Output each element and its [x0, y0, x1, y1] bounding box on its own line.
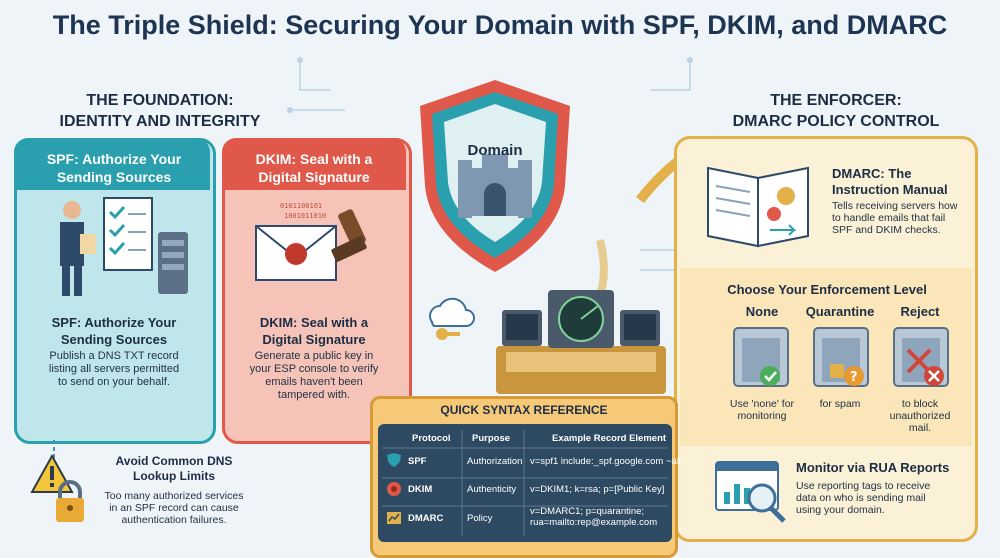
dmarc-body-line: SPF and DKIM checks.: [832, 224, 941, 236]
row-dkim-purpose: Authenticity: [467, 484, 517, 495]
spf-header-line2: Sending Sources: [56, 169, 172, 185]
dkim-header: DKIM: Seal with a Digital Signature: [228, 150, 400, 186]
dkim-sub-line2: Digital Signature: [262, 332, 366, 347]
control-console-illustration: [496, 290, 666, 394]
level-quarantine-desc: for spam: [797, 398, 883, 410]
foundation-line2: IDENTITY AND INTEGRITY: [59, 113, 261, 130]
row-dmarc-example: v=DMARC1; p=quarantine; rua=mailto:rep@e…: [530, 506, 657, 528]
dmarc-title-line1: DMARC: The: [832, 166, 912, 181]
level-desc-line: Use 'none' for: [729, 398, 795, 410]
dmarc-title-line2: Instruction Manual: [832, 182, 948, 197]
dkim-header-line2: Digital Signature: [258, 169, 370, 185]
dkim-illustration: 0101100101 1001011010: [255, 202, 367, 281]
enforcement-heading: Choose Your Enforcement Level: [727, 282, 927, 297]
spf-body-line: Publish a DNS TXT record: [49, 350, 179, 362]
row-spf-example: v=spf1 include:_spf.google.com ~all: [530, 456, 682, 467]
cloud-key-icon: [429, 297, 475, 340]
dmarc-manual-body: Tells receiving servers how to handle em…: [832, 200, 972, 236]
dkim-body-line: emails haven't been: [265, 376, 363, 388]
row-dkim-example: v=DKIM1; k=rsa; p=[Public Key]: [530, 484, 665, 495]
enforcer-line1: THE ENFORCER:: [770, 92, 902, 109]
col-purpose: Purpose: [472, 433, 511, 444]
rua-body: Use reporting tags to receive data on wh…: [796, 480, 972, 516]
dns-title-line1: Avoid Common DNS: [115, 454, 233, 468]
svg-text:?: ?: [850, 370, 858, 385]
row-dkim-protocol: DKIM: [408, 484, 433, 495]
spf-shield-icon: [387, 453, 401, 467]
spf-body-line: listing all servers permitted: [48, 363, 180, 375]
foundation-line1: THE FOUNDATION:: [86, 92, 234, 109]
dkim-body-line: your ESP console to verify: [249, 363, 379, 375]
dmarc-body-line: Tells receiving servers how: [832, 200, 958, 212]
dashed-connector: [53, 440, 55, 458]
gate-icons: ?: [733, 327, 949, 387]
enforcer-line2: DMARC POLICY CONTROL: [732, 113, 940, 130]
dkim-sub-line1: DKIM: Seal with a: [259, 315, 369, 330]
gate-quarantine-icon: ?: [813, 327, 869, 387]
row-dmarc-purpose: Policy: [467, 513, 493, 524]
rua-title: Monitor via RUA Reports: [796, 460, 950, 475]
dkim-body-line: tampered with.: [277, 389, 351, 401]
dns-body: Too many authorized services in an SPF r…: [92, 490, 256, 526]
dkim-header-line1: DKIM: Seal with a: [255, 151, 373, 167]
syntax-reference-table: [378, 424, 672, 542]
dmarc-chart-icon: [387, 512, 401, 524]
level-quarantine-label: Quarantine: [805, 304, 875, 319]
dkim-header-bar: [222, 138, 406, 190]
foundation-heading: THE FOUNDATION: IDENTITY AND INTEGRITY: [40, 90, 280, 132]
row-dmarc-example-line: rua=mailto:rep@example.com: [530, 517, 658, 528]
level-none-desc: Use 'none' for monitoring: [719, 398, 805, 422]
level-desc-line: to block: [901, 398, 939, 410]
dns-title-line2: Lookup Limits: [133, 469, 215, 483]
enforcer-heading: THE ENFORCER: DMARC POLICY CONTROL: [716, 90, 956, 132]
svg-text:0101100101: 0101100101: [280, 202, 322, 210]
level-desc-line: unauthorized: [889, 410, 951, 422]
rua-body-line: using your domain.: [796, 504, 885, 516]
spf-subtitle: SPF: Authorize Your Sending Sources: [24, 314, 204, 348]
dkim-seal-icon: [387, 482, 401, 496]
syntax-reference-heading: QUICK SYNTAX REFERENCE: [440, 403, 608, 417]
dmarc-manual-title: DMARC: The Instruction Manual: [832, 166, 972, 198]
report-magnifier-icon: [715, 461, 786, 523]
spf-body: Publish a DNS TXT record listing all ser…: [24, 350, 204, 389]
spf-body-line: to send on your behalf.: [58, 376, 170, 388]
level-desc-line: mail.: [908, 422, 932, 434]
col-example: Example Record Element: [552, 433, 667, 444]
spf-header-bar: [14, 138, 210, 190]
shield-label: Domain: [467, 142, 523, 159]
spf-sub-line2: Sending Sources: [60, 332, 168, 347]
book-icon: [707, 166, 809, 248]
spf-illustration: [60, 197, 188, 296]
rua-body-line: Use reporting tags to receive: [796, 480, 931, 492]
dkim-subtitle: DKIM: Seal with a Digital Signature: [228, 314, 400, 348]
row-spf-protocol: SPF: [408, 456, 427, 467]
gate-reject-icon: [893, 327, 949, 387]
level-desc-line: monitoring: [737, 410, 787, 422]
row-spf-purpose: Authorization: [467, 456, 523, 467]
warning-lock-icon: [30, 453, 84, 522]
table-grid: [382, 430, 668, 536]
dkim-body-line: Generate a public key in: [254, 350, 374, 362]
spf-header: SPF: Authorize Your Sending Sources: [24, 150, 204, 186]
level-none-label: None: [745, 304, 779, 319]
gate-none-icon: [733, 327, 789, 387]
rua-body-line: data on who is sending mail: [796, 492, 926, 504]
svg-text:1001011010: 1001011010: [284, 212, 326, 220]
dmarc-body-line: to handle emails that fail: [832, 212, 946, 224]
level-reject-desc: to block unauthorized mail.: [877, 398, 963, 434]
shield-icon: [420, 80, 570, 272]
level-desc-line: for spam: [819, 398, 861, 410]
dkim-body: Generate a public key in your ESP consol…: [228, 350, 400, 402]
page-title: The Triple Shield: Securing Your Domain …: [52, 10, 948, 40]
spf-header-line1: SPF: Authorize Your: [46, 151, 182, 167]
level-reject-label: Reject: [900, 304, 940, 319]
col-protocol: Protocol: [412, 433, 451, 444]
dns-body-line: Too many authorized services: [104, 490, 244, 502]
row-dmarc-example-line: v=DMARC1; p=quarantine;: [530, 506, 645, 517]
spf-sub-line1: SPF: Authorize Your: [51, 315, 177, 330]
row-dmarc-protocol: DMARC: [408, 513, 444, 524]
dns-body-line: authentication failures.: [121, 514, 227, 526]
dns-body-line: in an SPF record can cause: [109, 502, 239, 514]
dns-title: Avoid Common DNS Lookup Limits: [92, 454, 256, 484]
